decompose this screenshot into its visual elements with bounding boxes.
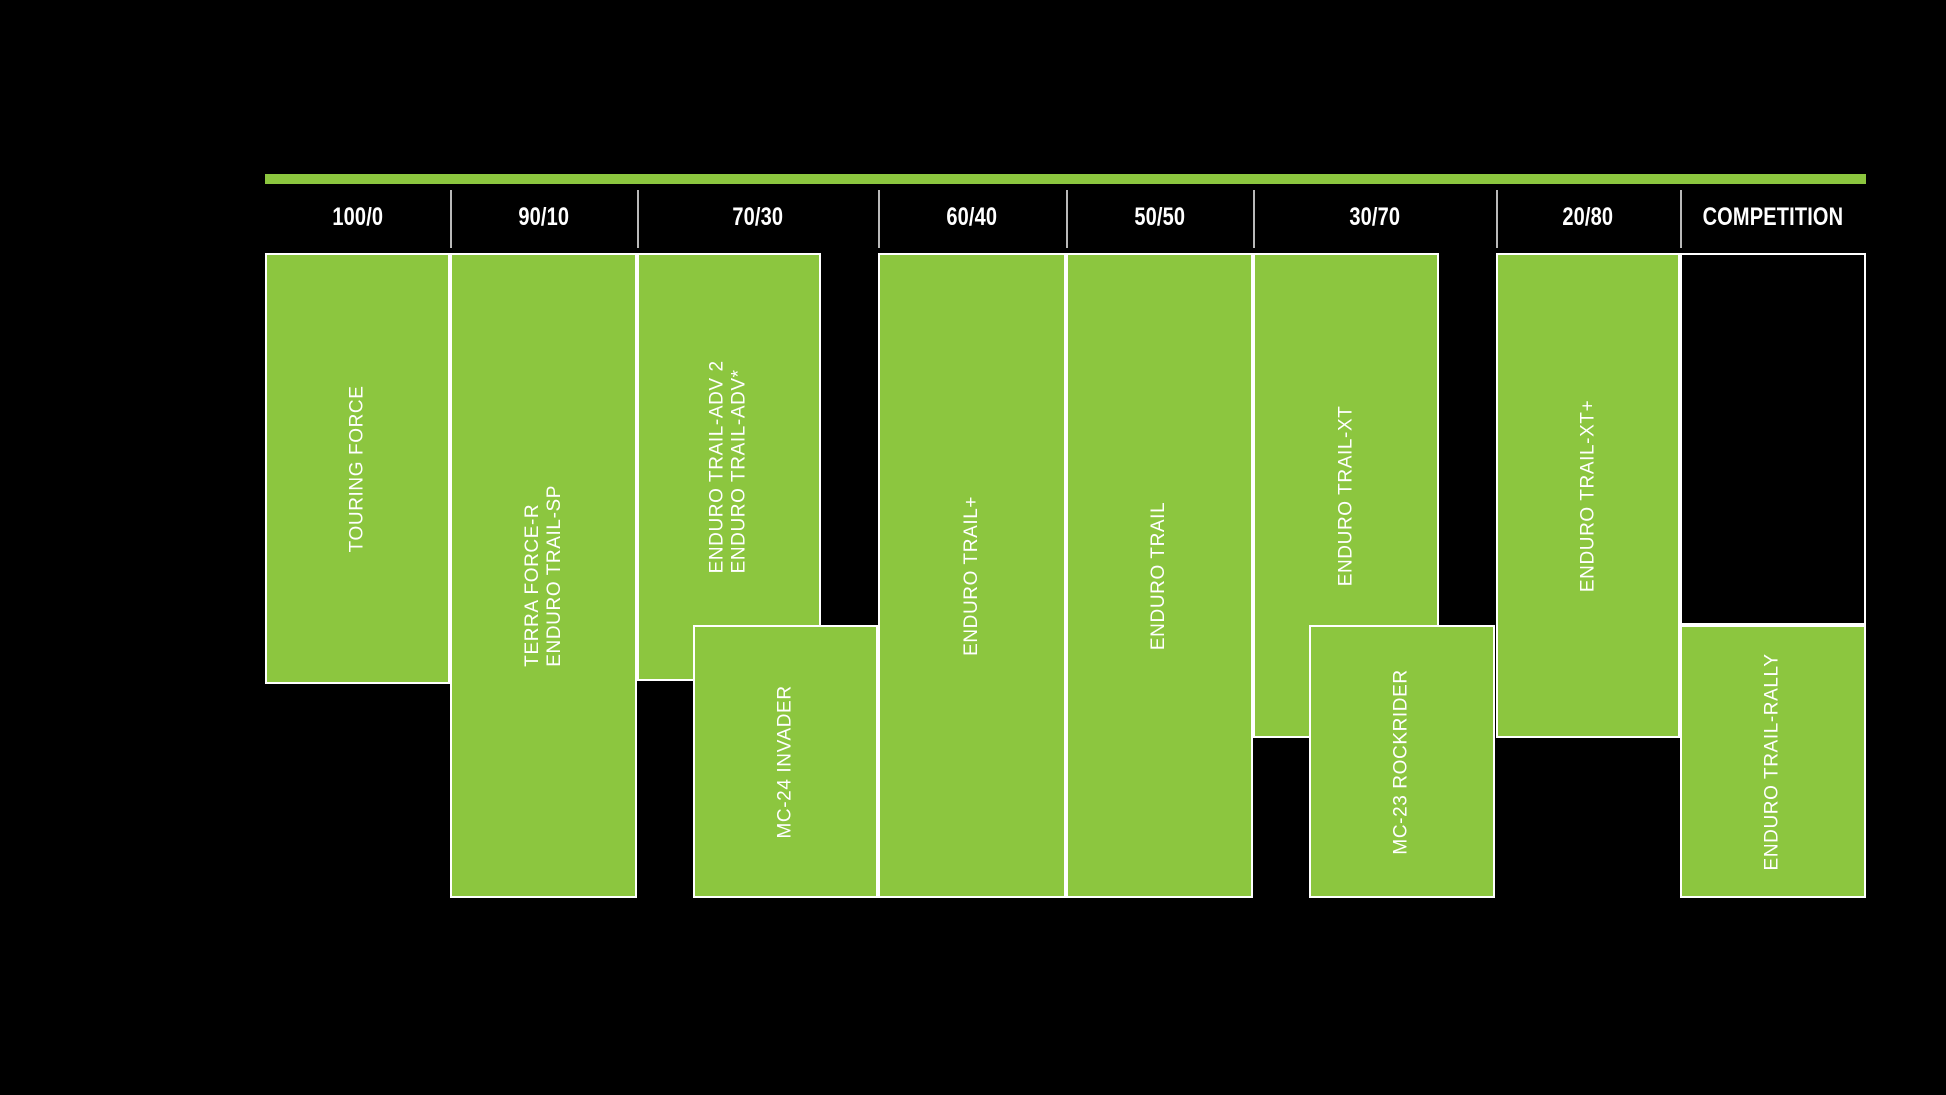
range-block[interactable]: ENDURO TRAIL+: [878, 253, 1066, 898]
ratio-header-cell[interactable]: COMPETITION: [1680, 184, 1866, 250]
ratio-header-label: COMPETITION: [1702, 202, 1844, 231]
product-name-label: ENDURO TRAIL-ADV 2: [707, 360, 729, 574]
ratio-header-cell[interactable]: 70/30: [637, 184, 878, 250]
range-block-label-group: ENDURO TRAIL-XT: [1335, 405, 1357, 586]
top-accent-bar: [265, 174, 1866, 184]
range-block-label-group: ENDURO TRAIL-RALLY: [1762, 653, 1784, 870]
ratio-header-label: 100/0: [332, 202, 383, 231]
ratio-header-label: 90/10: [518, 202, 569, 231]
range-block-empty[interactable]: [1680, 253, 1866, 625]
range-block[interactable]: MC-23 ROCKRIDER: [1309, 625, 1495, 898]
ratio-header-label: 60/40: [946, 202, 998, 231]
ratio-header-label: 70/30: [732, 202, 783, 231]
product-name-label: MC-23 ROCKRIDER: [1391, 668, 1413, 855]
product-name-label: ENDURO TRAIL-XT+: [1577, 399, 1599, 592]
range-block-label-group: ENDURO TRAIL-XT+: [1577, 399, 1599, 591]
range-block[interactable]: ENDURO TRAIL: [1066, 253, 1253, 898]
header-separator: [637, 190, 639, 248]
range-block[interactable]: MC-24 INVADER: [693, 625, 878, 898]
range-block-label-group: MC-23 ROCKRIDER: [1391, 669, 1413, 854]
ratio-header-cell[interactable]: 30/70: [1253, 184, 1496, 250]
product-name-label: TOURING FORCE: [346, 385, 368, 552]
header-separator: [1066, 190, 1068, 248]
range-block[interactable]: ENDURO TRAIL-XT+: [1496, 253, 1680, 738]
product-name-label: ENDURO TRAIL-XT: [1335, 405, 1357, 586]
ratio-header-cell[interactable]: 50/50: [1066, 184, 1253, 250]
range-block-label-group: TOURING FORCE: [347, 385, 369, 552]
ratio-header-label: 50/50: [1134, 202, 1185, 231]
product-name-label: ENDURO TRAIL-ADV*: [729, 369, 751, 574]
ratio-header-cell[interactable]: 100/0: [265, 184, 450, 250]
ratio-header-cell[interactable]: 20/80: [1496, 184, 1680, 250]
ratio-header-label: 30/70: [1349, 202, 1400, 231]
header-separator: [1680, 190, 1682, 248]
product-name-label: MC-24 INVADER: [774, 684, 796, 839]
ratio-header-row: 100/0 90/10 70/30 60/40 50/50 30/70 20/80 COMPE…: [265, 184, 1866, 250]
range-block[interactable]: TOURING FORCE: [265, 253, 450, 684]
product-name-label: ENDURO TRAIL+: [961, 495, 983, 656]
ratio-header-cell[interactable]: 90/10: [450, 184, 637, 250]
range-block-label-group: ENDURO TRAIL+: [961, 495, 983, 655]
range-block-label-group: ENDURO TRAIL: [1149, 501, 1171, 649]
product-name-label: TERRA FORCE-R: [521, 503, 543, 667]
header-separator: [878, 190, 880, 248]
product-name-label: ENDURO TRAIL: [1148, 501, 1170, 650]
ratio-header-cell[interactable]: 60/40: [878, 184, 1066, 250]
header-separator: [450, 190, 452, 248]
range-block-label-group: MC-24 INVADER: [775, 685, 797, 838]
ratio-header-label: 20/80: [1562, 202, 1614, 231]
range-block[interactable]: ENDURO TRAIL-RALLY: [1680, 625, 1866, 898]
header-separator: [1496, 190, 1498, 248]
product-name-label: ENDURO TRAIL-RALLY: [1762, 652, 1784, 871]
product-name-label: ENDURO TRAIL-SP: [543, 484, 565, 667]
header-separator: [1253, 190, 1255, 248]
